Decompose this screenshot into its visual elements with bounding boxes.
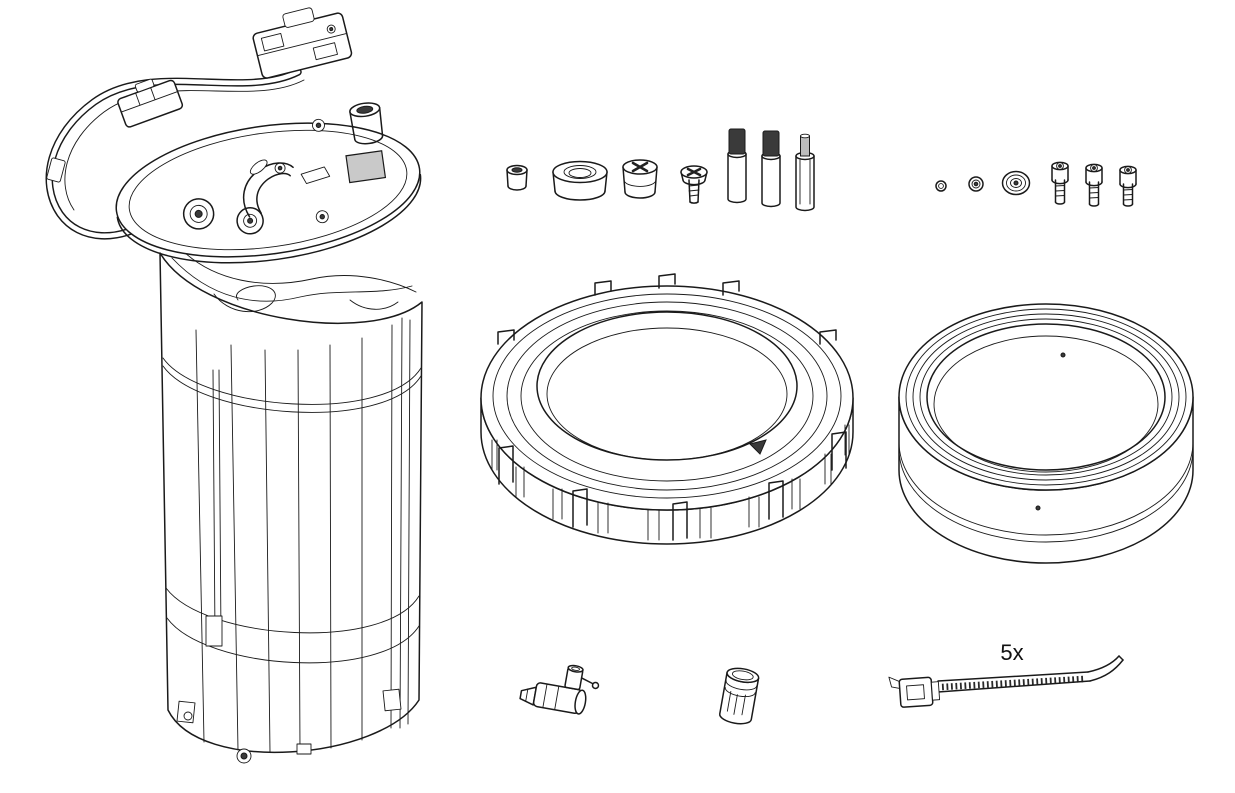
- mounting-ring: [898, 303, 1194, 564]
- cap-nut: [622, 159, 658, 199]
- flange-hose-ports: [182, 198, 264, 235]
- cable-tie-head: [888, 676, 941, 708]
- flange-port-stub: [349, 102, 384, 145]
- cable-tie-quantity-label: 5x: [1000, 640, 1023, 665]
- canister-body: [159, 252, 423, 764]
- rubber-bushing: [552, 160, 608, 201]
- small-seal-grommet: [506, 164, 528, 191]
- threaded-locking-ring: [480, 273, 854, 545]
- cable-clip: [46, 157, 66, 183]
- socket-head-bolt-b: [1085, 163, 1103, 207]
- bolt-kit-small-parts: [935, 161, 1137, 207]
- flange-pad: [345, 150, 387, 184]
- inline-connector: [117, 78, 184, 128]
- mount-foot-right: [382, 688, 402, 712]
- sealing-plug: [719, 667, 760, 725]
- sealing-washer: [1001, 170, 1031, 196]
- washer-small: [968, 176, 984, 192]
- cable-tie: 5x: [888, 640, 1124, 708]
- socket-head-bolt-c: [1119, 165, 1137, 207]
- harness-plug-connector: [252, 7, 353, 79]
- o-ring-small: [935, 180, 947, 192]
- seal-kit-small-parts: [506, 128, 815, 212]
- contact-pin-sleeve-c: [795, 133, 815, 212]
- top-flange: [115, 102, 422, 264]
- contact-pin-sleeve-b: [761, 130, 781, 208]
- pickup-tube: [242, 159, 294, 218]
- screw: [680, 165, 708, 204]
- float-arm-internals: [171, 251, 417, 313]
- wiring-harness: [45, 68, 305, 240]
- vent-valve-fitting: [519, 664, 600, 715]
- contact-pin-sleeve-a: [727, 128, 747, 204]
- socket-head-bolt-a: [1051, 161, 1069, 205]
